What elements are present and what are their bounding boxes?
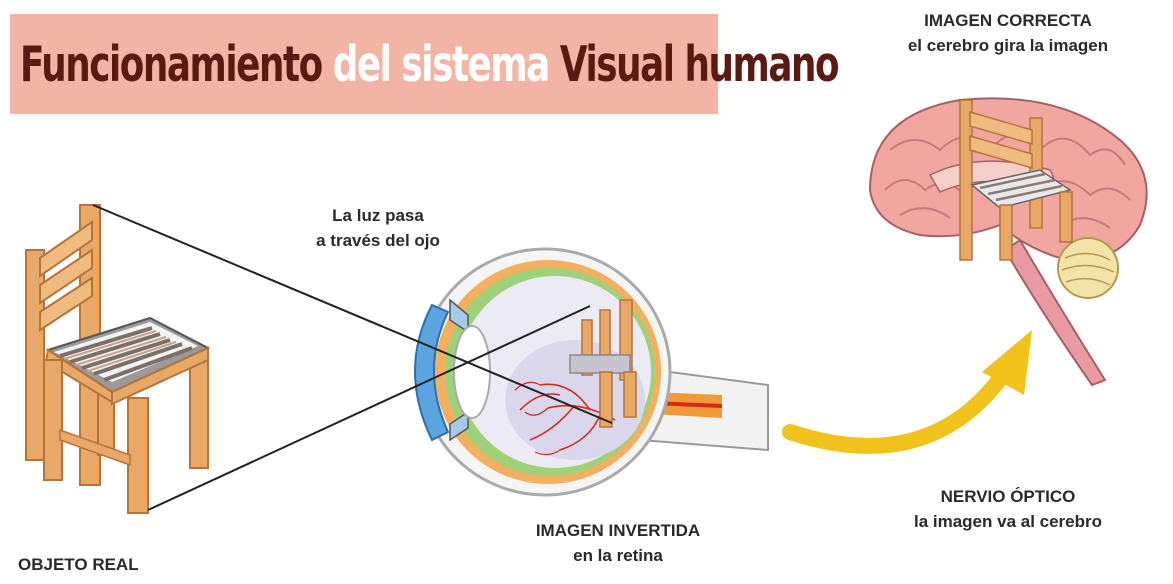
- label-light-line1: La luz pasa: [332, 206, 424, 225]
- title-banner: Funcionamiento del sistema Visual humano: [10, 14, 840, 114]
- corrected-chair-illustration: [959, 99, 1073, 261]
- label-light-line2: a través del ojo: [316, 231, 440, 250]
- inverted-chair-illustration: [569, 299, 637, 428]
- title-part-1: Funcionamiento: [20, 35, 333, 93]
- title: Funcionamiento del sistema Visual humano: [20, 35, 840, 93]
- label-correct-line1: IMAGEN CORRECTA: [924, 11, 1092, 30]
- optic-nerve-arrow: [782, 330, 1032, 454]
- eye-illustration: [414, 247, 769, 497]
- label-optic-nerve-line1: NERVIO ÓPTICO: [940, 487, 1076, 506]
- label-inverted-line1: IMAGEN INVERTIDA: [535, 521, 701, 540]
- label-correct-line2: el cerebro gira la imagen: [907, 36, 1109, 55]
- title-part-3: Visual humano: [548, 35, 840, 93]
- brain-illustration: [868, 97, 1148, 387]
- title-part-2: del sistema: [332, 35, 551, 93]
- label-optic-nerve-line2: la imagen va al cerebro: [913, 512, 1103, 531]
- label-inverted-image: IMAGEN INVERTIDA en la retina: [488, 518, 748, 568]
- light-rays: [92, 204, 613, 511]
- label-real-object-text: OBJETO REAL: [18, 555, 139, 574]
- label-correct-image: IMAGEN CORRECTA el cerebro gira la image…: [858, 8, 1158, 58]
- label-optic-nerve: NERVIO ÓPTICO la imagen va al cerebro: [858, 484, 1158, 534]
- real-chair-illustration: [25, 204, 211, 514]
- label-real-object: OBJETO REAL: [18, 552, 198, 577]
- label-inverted-line2: en la retina: [573, 546, 663, 565]
- label-light-passes: La luz pasa a través del ojo: [268, 203, 488, 253]
